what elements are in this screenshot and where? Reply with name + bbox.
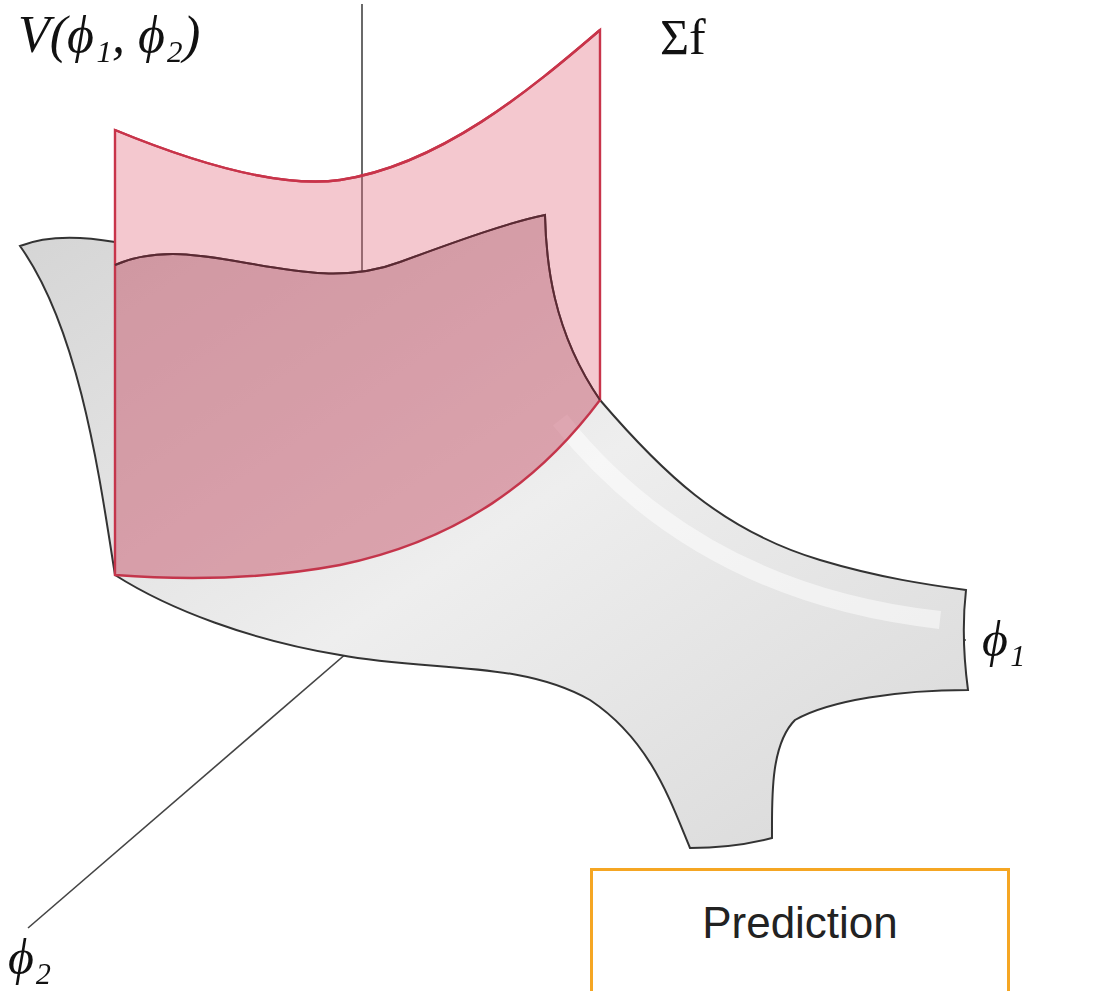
box-label: Prediction [593, 899, 1007, 947]
surface-highlight [560, 420, 940, 620]
sigma-sheet [115, 30, 600, 578]
axis-label: V(ϕ₁, ϕ₂) [18, 6, 200, 63]
surface-label: Σf [660, 10, 706, 65]
axis-label: ϕ₂ [8, 930, 51, 985]
axis-label: ϕ₁ [982, 612, 1025, 667]
sheet-intersection-curve [115, 215, 600, 400]
phi2-axis [28, 640, 362, 928]
potential-surface [20, 215, 968, 848]
sheet-intersection-region [115, 215, 600, 578]
prediction-box: Prediction [590, 868, 1010, 991]
